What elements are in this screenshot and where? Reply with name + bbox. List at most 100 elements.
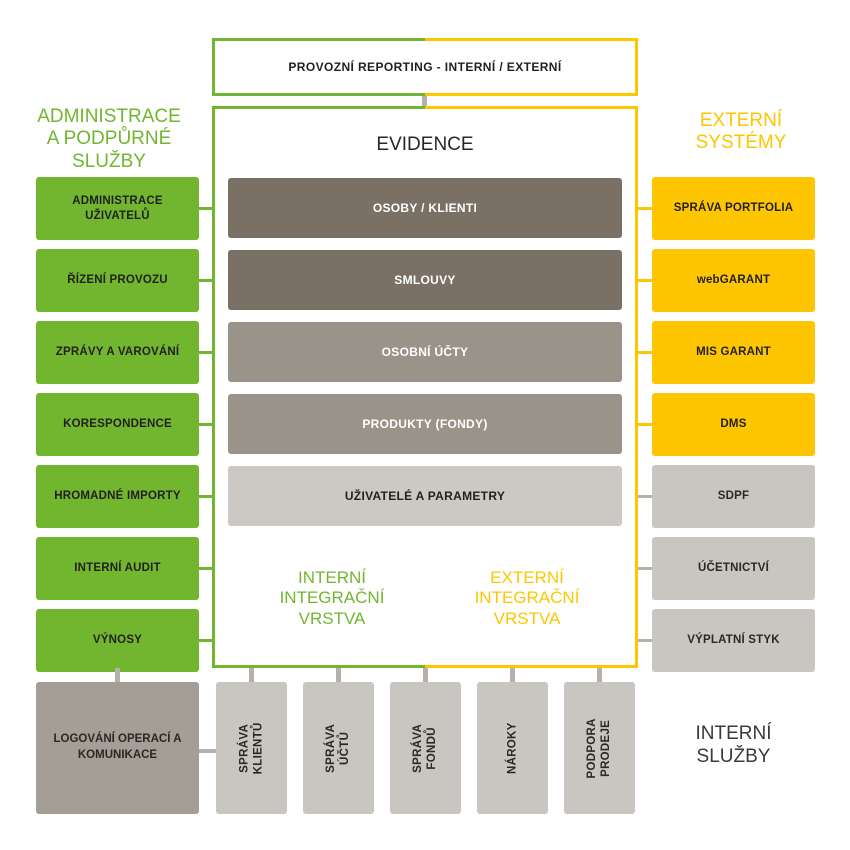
- evidence-bar-osoby-klienti[interactable]: OSOBY / KLIENTI: [228, 178, 622, 238]
- connector-bottom-1: [249, 668, 254, 682]
- connector-bottom-5: [597, 668, 602, 682]
- connector-bottom-4: [510, 668, 515, 682]
- left-item-rizeni-provozu[interactable]: ŘÍZENÍ PROVOZU: [36, 249, 199, 312]
- service-label-line: NÁROKY: [506, 722, 519, 774]
- right-heading-line: SYSTÉMY: [695, 132, 787, 154]
- left-item-korespondence[interactable]: KORESPONDENCE: [36, 393, 199, 456]
- right-item-webgarant[interactable]: webGARANT: [652, 249, 815, 312]
- right-column-heading: EXTERNÍ SYSTÉMY: [648, 110, 834, 155]
- right-item-label: SPRÁVA PORTFOLIA: [673, 202, 794, 215]
- left-item-label: INTERNÍ AUDIT: [74, 562, 161, 575]
- service-label-line: PRODEJE: [600, 719, 613, 777]
- left-item-vynosy[interactable]: VÝNOSY: [36, 609, 199, 672]
- layer-line: INTEGRAČNÍ: [279, 588, 385, 608]
- connector-left-4: [199, 423, 213, 426]
- right-item-mis-garant[interactable]: MIS GARANT: [652, 321, 815, 384]
- right-item-vyplatni-styk[interactable]: VÝPLATNÍ STYK: [652, 609, 815, 672]
- evidence-bar-label: PRODUKTY (FONDY): [362, 417, 488, 431]
- service-label-line: SPRÁVA: [238, 723, 251, 773]
- left-heading-line: A PODPŮRNÉ: [46, 128, 172, 150]
- service-box-sprava-fondu[interactable]: SPRÁVA FONDŮ: [390, 682, 461, 814]
- connector-right-1: [638, 207, 652, 210]
- service-label-line: FONDŮ: [426, 726, 439, 770]
- evidence-title: EVIDENCE: [376, 134, 474, 155]
- connector-reporting-to-evidence: [422, 96, 427, 108]
- left-heading-line: ADMINISTRACE: [37, 106, 181, 127]
- service-label-line: KLIENTŮ: [252, 722, 265, 774]
- left-item-administrace-uzivatelu[interactable]: ADMINISTRACE UŽIVATELŮ: [36, 177, 199, 240]
- connector-left-7: [199, 639, 213, 642]
- right-item-sprava-portfolia[interactable]: SPRÁVA PORTFOLIA: [652, 177, 815, 240]
- connector-right-4: [638, 423, 652, 426]
- reporting-border-bottom-yellow: [425, 93, 638, 96]
- left-item-hromadne-importy[interactable]: HROMADNÉ IMPORTY: [36, 465, 199, 528]
- internal-services-line: SLUŽBY: [696, 745, 771, 767]
- service-box-sprava-klientu[interactable]: SPRÁVA KLIENTŮ: [216, 682, 287, 814]
- evidence-border-top-yellow: [425, 106, 638, 109]
- layer-line: INTEGRAČNÍ: [474, 588, 580, 608]
- external-integration-layer-label: EXTERNÍ INTEGRAČNÍ VRSTVA: [437, 568, 617, 629]
- service-label: SPRÁVA KLIENTŮ: [237, 722, 266, 774]
- logging-label-line: A KOMUNIKACE: [77, 733, 182, 761]
- left-heading-line: SLUŽBY: [72, 150, 146, 172]
- layer-line: INTERNÍ: [298, 568, 366, 587]
- service-box-naroky[interactable]: NÁROKY: [477, 682, 548, 814]
- evidence-bar-produkty-fondy[interactable]: PRODUKTY (FONDY): [228, 394, 622, 454]
- connector-bottom-3: [423, 668, 428, 682]
- logging-label-line: LOGOVÁNÍ OPERACÍ: [53, 733, 171, 746]
- connector-bottom-log: [115, 668, 120, 682]
- connector-log-to-sprava-klientu: [198, 749, 216, 753]
- evidence-bar-label: UŽIVATELÉ A PARAMETRY: [344, 489, 506, 503]
- left-item-label-line: ADMINISTRACE: [72, 195, 163, 208]
- reporting-border-top-green: [212, 38, 425, 41]
- evidence-bar-uzivatele-a-parametry[interactable]: UŽIVATELÉ A PARAMETRY: [228, 466, 622, 526]
- reporting-border-left: [212, 38, 215, 96]
- service-label: PODPORA PRODEJE: [585, 718, 614, 778]
- evidence-border-bottom-green: [212, 665, 425, 668]
- left-column-heading: ADMINISTRACE A PODPŮRNÉ SLUŽBY: [16, 106, 202, 173]
- reporting-border-top-yellow: [425, 38, 638, 41]
- evidence-border-left: [212, 106, 215, 668]
- left-item-label: ZPRÁVY A VAROVÁNÍ: [55, 346, 180, 359]
- right-item-sdpf[interactable]: SDPF: [652, 465, 815, 528]
- left-item-label: HROMADNÉ IMPORTY: [54, 490, 181, 503]
- evidence-border-bottom-yellow: [425, 665, 638, 668]
- right-item-label: DMS: [720, 418, 747, 431]
- connector-right-5: [638, 495, 652, 498]
- right-item-label: MIS GARANT: [696, 346, 771, 359]
- service-box-podpora-prodeje[interactable]: PODPORA PRODEJE: [564, 682, 635, 814]
- connector-bottom-2: [336, 668, 341, 682]
- service-label: NÁROKY: [505, 722, 519, 774]
- evidence-bar-label: OSOBNÍ ÚČTY: [381, 345, 469, 359]
- evidence-border-right: [635, 106, 638, 668]
- evidence-bar-smlouvy[interactable]: SMLOUVY: [228, 250, 622, 310]
- left-item-label: VÝNOSY: [92, 634, 143, 647]
- evidence-container: EVIDENCE OSOBY / KLIENTI SMLOUVY OSOBNÍ …: [212, 106, 638, 668]
- connector-left-5: [199, 495, 213, 498]
- connector-right-6: [638, 567, 652, 570]
- right-item-label: ÚČETNICTVÍ: [698, 562, 769, 575]
- evidence-bar-label: OSOBY / KLIENTI: [372, 201, 478, 215]
- left-item-zpravy-a-varovani[interactable]: ZPRÁVY A VAROVÁNÍ: [36, 321, 199, 384]
- layer-line: EXTERNÍ: [490, 568, 564, 587]
- internal-integration-layer-label: INTERNÍ INTEGRAČNÍ VRSTVA: [242, 568, 422, 629]
- left-item-label: KORESPONDENCE: [63, 418, 172, 431]
- service-label-line: PODPORA: [586, 717, 599, 779]
- right-item-ucetnictvi[interactable]: ÚČETNICTVÍ: [652, 537, 815, 600]
- logging-box[interactable]: LOGOVÁNÍ OPERACÍ A KOMUNIKACE: [36, 682, 199, 814]
- service-box-sprava-uctu[interactable]: SPRÁVA ÚČTŮ: [303, 682, 374, 814]
- reporting-border-bottom-green: [212, 93, 425, 96]
- layer-line: VRSTVA: [493, 608, 561, 628]
- connector-right-7: [638, 639, 652, 642]
- reporting-box[interactable]: PROVOZNÍ REPORTING - INTERNÍ / EXTERNÍ: [212, 38, 638, 96]
- evidence-bar-osobni-ucty[interactable]: OSOBNÍ ÚČTY: [228, 322, 622, 382]
- right-heading-line: EXTERNÍ: [699, 110, 783, 131]
- connector-left-1: [199, 207, 213, 210]
- internal-services-label: INTERNÍ SLUŽBY: [652, 723, 815, 769]
- reporting-label: PROVOZNÍ REPORTING - INTERNÍ / EXTERNÍ: [288, 60, 562, 74]
- connector-right-2: [638, 279, 652, 282]
- left-item-interni-audit[interactable]: INTERNÍ AUDIT: [36, 537, 199, 600]
- right-item-dms[interactable]: DMS: [652, 393, 815, 456]
- evidence-bar-label: SMLOUVY: [394, 273, 456, 287]
